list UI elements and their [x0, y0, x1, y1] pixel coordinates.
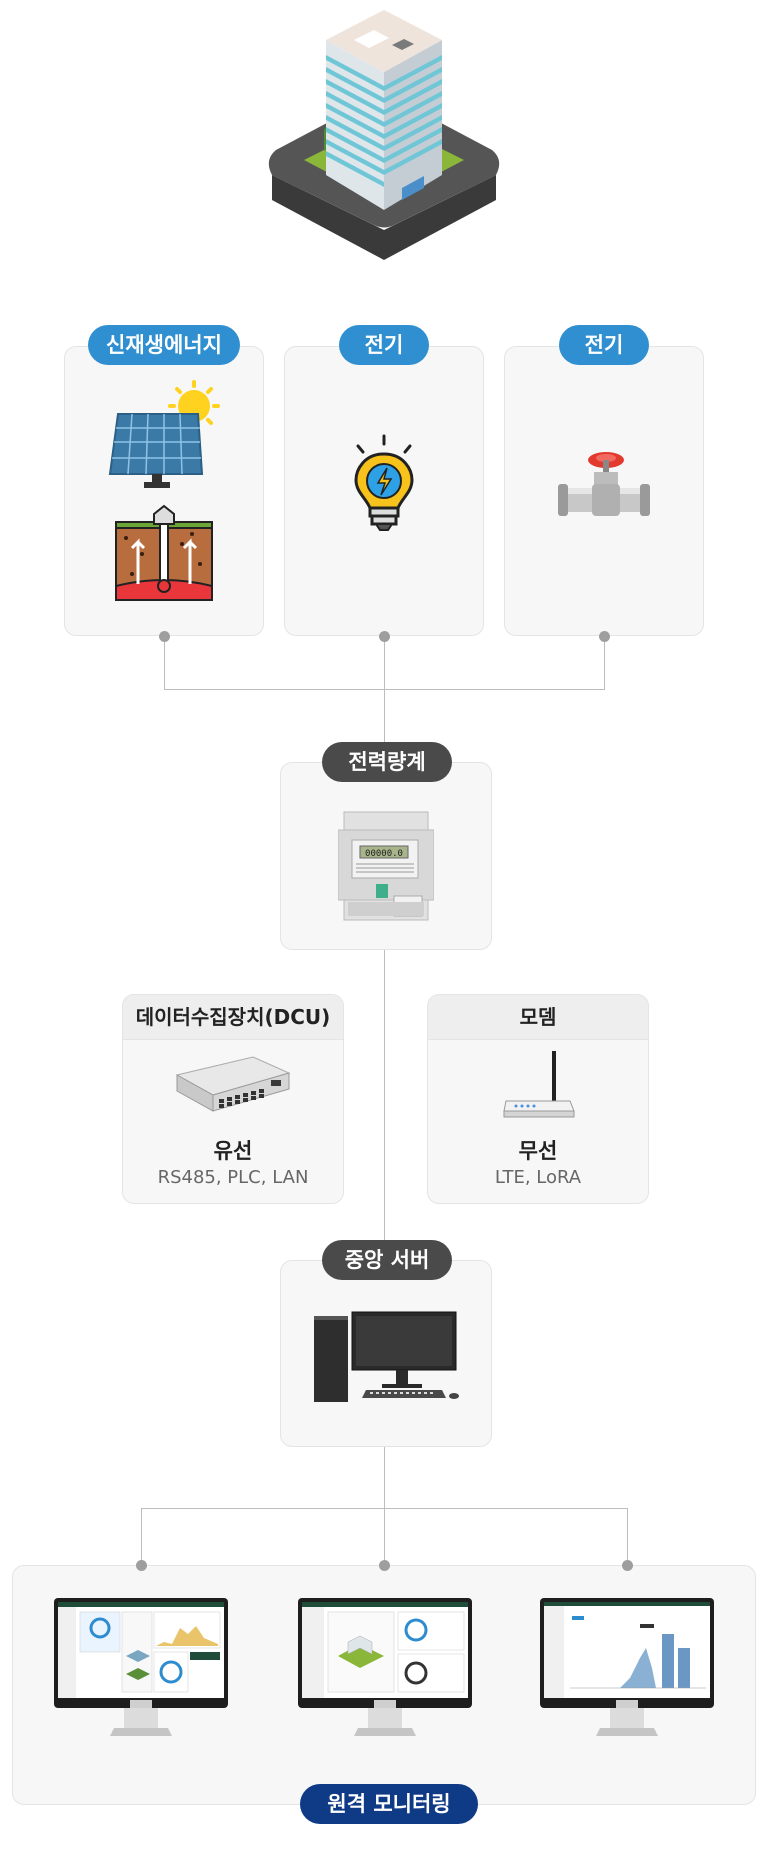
chart-monitor-icon: [540, 1598, 714, 1748]
connector-left-screen: [141, 1508, 142, 1565]
building-monitor-icon: [298, 1598, 472, 1748]
connector-valve-down: [604, 636, 605, 689]
dashboard-monitor-icon: [54, 1598, 228, 1748]
geothermal-icon: [112, 504, 216, 604]
desktop-computer-icon: [312, 1308, 462, 1404]
wireless-router-icon: [502, 1049, 576, 1121]
modem-header: 모뎀: [428, 995, 648, 1040]
modem-subtitle: LTE, LoRA: [494, 1167, 582, 1188]
renewable-energy-label: 신재생에너지: [88, 325, 240, 365]
connector-dot-renewable: [159, 631, 170, 642]
connector-dot-electricity: [379, 631, 390, 642]
remote-monitoring-label: 원격 모니터링: [300, 1784, 478, 1824]
dcu-header: 데이터수집장치(DCU): [123, 995, 343, 1040]
connector-main-1: [384, 636, 385, 762]
pipe-valve-icon: [554, 448, 654, 530]
server-label: 중앙 서버: [322, 1240, 452, 1280]
dcu-title: 유선: [213, 1139, 253, 1163]
power-meter-label: 전력량계: [322, 742, 452, 782]
connector-dot-screen-left: [136, 1560, 147, 1571]
dcu-subtitle: RS485, PLC, LAN: [157, 1167, 309, 1188]
building-illustration: [264, 10, 504, 270]
connector-bottom-horizontal: [141, 1508, 628, 1509]
gas-label: 전기: [559, 325, 649, 365]
connector-dot-screen-right: [622, 1560, 633, 1571]
connector-right-screen: [627, 1508, 628, 1565]
power-meter-icon: 00000.0: [338, 810, 434, 922]
connector-solar-down: [164, 636, 165, 689]
lightbulb-icon: [344, 434, 424, 534]
solar-panel-icon: [104, 380, 224, 490]
building-icon: [268, 10, 500, 260]
electricity-label: 전기: [339, 325, 429, 365]
connector-main-2: [384, 950, 385, 1253]
dcu-card: 데이터수집장치(DCU) 유선 RS485, PLC, LAN: [122, 994, 344, 1204]
connector-dot-gas: [599, 631, 610, 642]
svg-text:00000.0: 00000.0: [365, 849, 403, 859]
connector-dot-screen-center: [379, 1560, 390, 1571]
connector-main-3: [384, 1447, 385, 1565]
modem-title: 무선: [518, 1139, 558, 1163]
network-switch-icon: [173, 1053, 293, 1117]
modem-card: 모뎀 무선 LTE, LoRA: [427, 994, 649, 1204]
